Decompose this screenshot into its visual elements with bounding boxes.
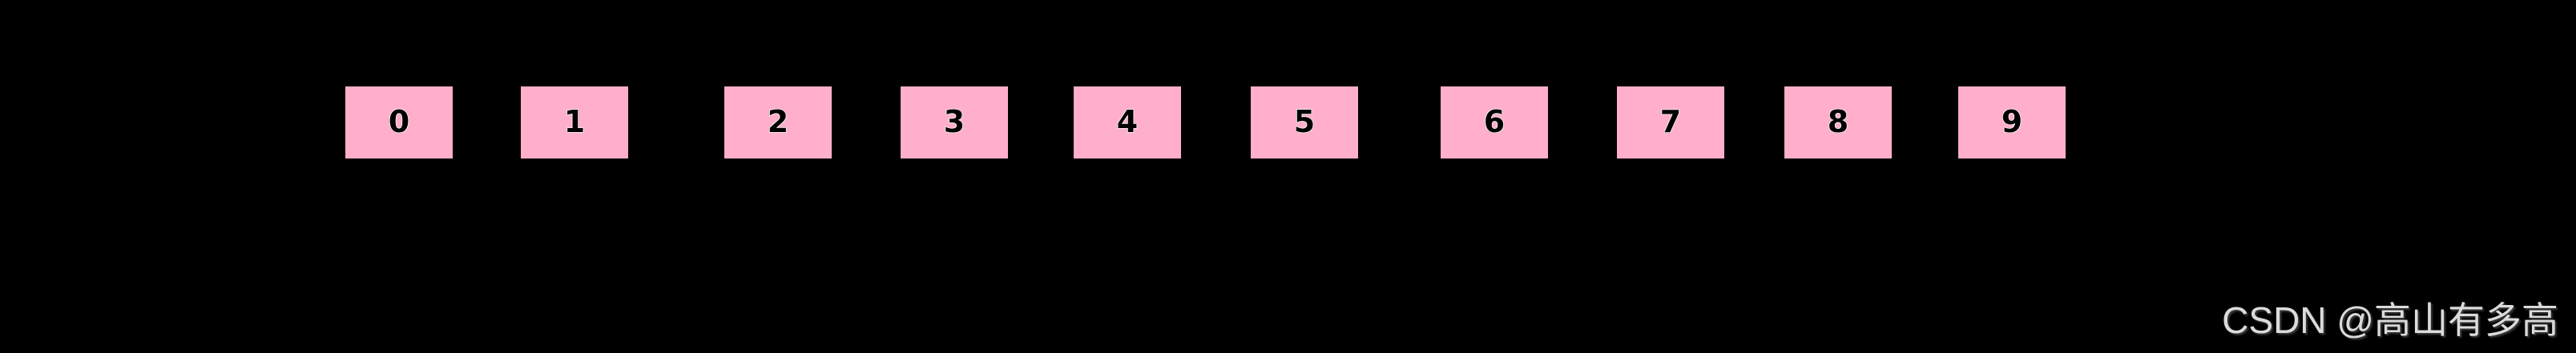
array-cell[interactable]: 4 bbox=[1074, 86, 1181, 158]
array-cell[interactable]: 1 bbox=[521, 86, 628, 158]
array-cell-label: 8 bbox=[1827, 104, 1849, 139]
array-cell-label: 9 bbox=[2001, 104, 2023, 139]
array-cell-label: 0 bbox=[388, 104, 410, 139]
array-cell[interactable]: 0 bbox=[345, 86, 453, 158]
array-cell-label: 6 bbox=[1483, 104, 1506, 139]
array-cell-label: 7 bbox=[1659, 104, 1682, 139]
array-cell[interactable]: 3 bbox=[901, 86, 1008, 158]
array-cell[interactable]: 6 bbox=[1441, 86, 1548, 158]
array-cell[interactable]: 7 bbox=[1617, 86, 1724, 158]
array-cell-label: 3 bbox=[943, 104, 965, 139]
array-cell[interactable]: 9 bbox=[1958, 86, 2066, 158]
array-cell-label: 2 bbox=[767, 104, 789, 139]
array-cell-label: 5 bbox=[1293, 104, 1316, 139]
array-cell[interactable]: 2 bbox=[724, 86, 832, 158]
array-cell-label: 1 bbox=[563, 104, 586, 139]
array-cell[interactable]: 5 bbox=[1251, 86, 1358, 158]
array-cell[interactable]: 8 bbox=[1784, 86, 1892, 158]
csdn-watermark: CSDN @高山有多高 bbox=[2222, 299, 2558, 341]
array-cell-label: 4 bbox=[1116, 104, 1139, 139]
